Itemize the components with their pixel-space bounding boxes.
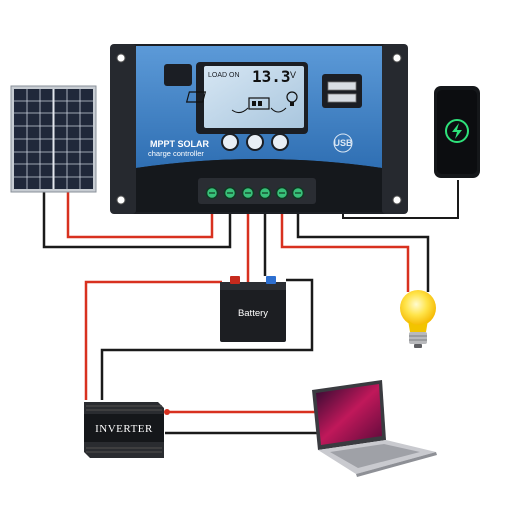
charging-bolt-icon [452, 123, 462, 139]
wire-load-positive [280, 206, 410, 292]
lcd-arrow-icon [231, 107, 249, 114]
battery-icon: Battery [220, 276, 286, 342]
wire-inverter-negative [100, 278, 314, 400]
usb-port[interactable] [322, 74, 362, 108]
terminal-screw[interactable] [258, 186, 272, 200]
usb-label: USB [333, 138, 353, 148]
laptop-icon [312, 380, 437, 477]
lcd-value: 13.3 [252, 67, 291, 86]
battery-label: Battery [238, 308, 268, 319]
inverter-red-terminal [164, 409, 170, 415]
charge-controller: LOAD ON 13.3 V MPPT SOLAR [110, 44, 408, 214]
wire-panel-negative [42, 192, 232, 249]
terminal-block [205, 186, 305, 200]
wire-load-negative [296, 206, 430, 292]
inverter-icon: INVERTER [84, 402, 170, 458]
menu-button[interactable] [221, 133, 239, 151]
battery-positive-terminal [230, 276, 240, 284]
down-button[interactable] [271, 133, 289, 151]
lcd-panel-icon [185, 91, 207, 103]
terminal-screw[interactable] [241, 186, 255, 200]
solar-panel-icon [10, 85, 97, 193]
lcd-screen [204, 66, 304, 128]
terminal-screw[interactable] [223, 186, 237, 200]
terminal-screw[interactable] [205, 186, 219, 200]
lcd-battery-icon [248, 97, 270, 110]
usb-mark-icon [333, 133, 353, 153]
battery-negative-terminal [266, 276, 276, 284]
phone-icon [434, 86, 480, 178]
inverter-label: INVERTER [95, 423, 153, 435]
up-button[interactable] [246, 133, 264, 151]
wire-panel-positive [66, 192, 214, 239]
light-bulb-icon [400, 290, 436, 348]
controller-subtitle: charge controller [148, 149, 204, 158]
lcd-load-label: LOAD ON [208, 72, 240, 79]
terminal-screw[interactable] [275, 186, 289, 200]
lcd-unit: V [290, 70, 296, 80]
lcd-arrow-icon [270, 107, 287, 113]
wire-inverter-positive [84, 280, 222, 400]
terminal-screw[interactable] [291, 186, 305, 200]
lcd-bulb-icon [286, 91, 298, 106]
status-window [164, 64, 192, 86]
controller-title: MPPT SOLAR [150, 139, 210, 149]
